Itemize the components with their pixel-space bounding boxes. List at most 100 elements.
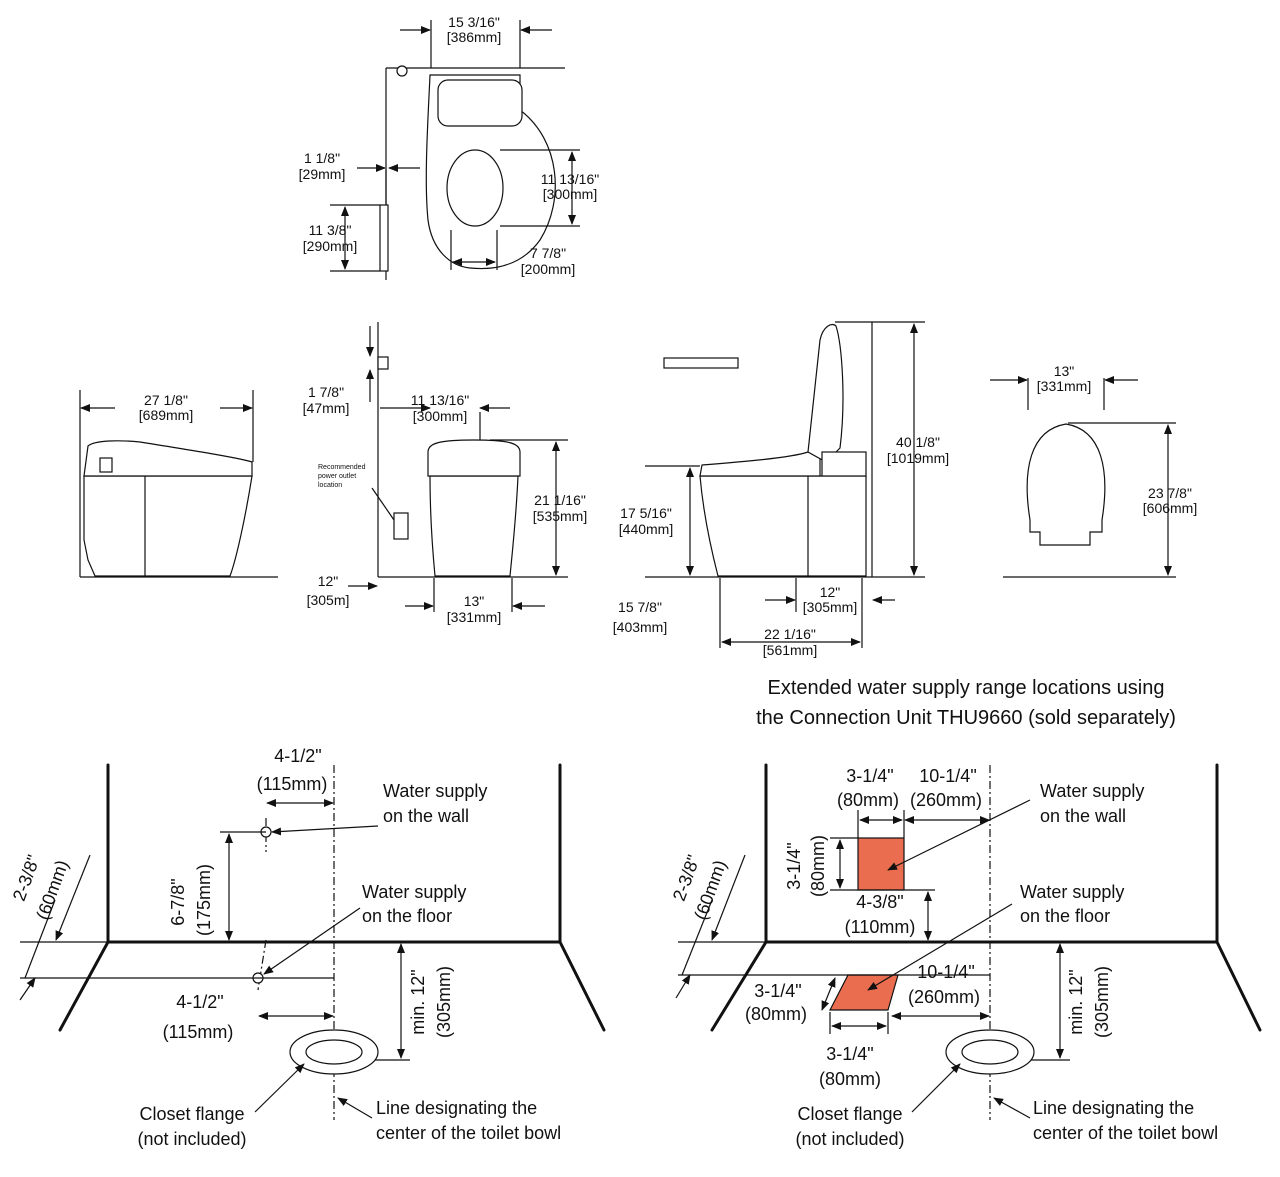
pl-center-1: Line designating the	[376, 1098, 537, 1118]
side-len-mm: [689mm]	[139, 407, 193, 423]
open-front-mm: [403mm]	[613, 619, 667, 635]
pr-floor-supply-1: Water supply	[1020, 882, 1124, 902]
pr-w1-mm: (80mm)	[837, 790, 899, 810]
pl-a-in: 4-1/2"	[274, 746, 321, 766]
seat-view	[990, 376, 1176, 578]
pr-flange-1: Closet flange	[797, 1104, 902, 1124]
side-toilet-body	[83, 475, 253, 577]
front-height-in: 21 1/16"	[534, 492, 586, 508]
pr-w2-mm: (260mm)	[910, 790, 982, 810]
supply-fitting	[396, 65, 408, 77]
flange-hole-right	[961, 1039, 1019, 1065]
front-toilet-body	[429, 475, 519, 577]
remote-control	[379, 204, 389, 272]
seat-outline	[1026, 423, 1106, 546]
open-lid-view	[645, 321, 925, 648]
pr-h2-mm: (110mm)	[845, 917, 916, 937]
side-toilet-lid	[83, 440, 253, 477]
power-outlet	[393, 512, 409, 540]
outlet-note-3: location	[318, 482, 342, 489]
pr-wall-supply-2: on the wall	[1040, 806, 1126, 826]
pr-floor-supply-2: on the floor	[1020, 906, 1110, 926]
pl-flange-1: Closet flange	[139, 1104, 244, 1124]
pr-h1-in: 3-1/4"	[784, 842, 804, 889]
open-depth-mm: [561mm]	[763, 642, 817, 658]
top-view	[330, 20, 580, 280]
top-d1-mm: [29mm]	[299, 166, 346, 182]
pr-f3-in: 3-1/4"	[826, 1044, 873, 1064]
open-depth-in: 22 1/16"	[764, 626, 816, 642]
pl-flange-2: (not included)	[137, 1129, 246, 1149]
pl-b-mm: (115mm)	[163, 1022, 234, 1042]
top-d1-in: 1 1/8"	[304, 150, 340, 166]
seat-w-mm: [331mm]	[1037, 378, 1091, 394]
pl-min-mm: (305mm)	[434, 966, 454, 1038]
front-bowl-mm: [300mm]	[413, 408, 467, 424]
open-rough-mm: [305mm]	[803, 599, 857, 615]
open-toilet-body	[699, 475, 867, 577]
pl-floor-supply-2: on the floor	[362, 906, 452, 926]
plan-right	[675, 763, 1262, 1120]
outlet-note-2: power outlet	[318, 473, 356, 480]
pr-flange-2: (not included)	[795, 1129, 904, 1149]
pr-min-mm: (305mm)	[1092, 966, 1112, 1038]
pl-wall-supply-2: on the wall	[383, 806, 469, 826]
flange-hole-left	[305, 1039, 363, 1065]
pr-f1-mm: (80mm)	[745, 1004, 807, 1024]
front-connector	[377, 356, 389, 370]
pr-f3-mm: (80mm)	[819, 1069, 881, 1089]
top-remote-mm: [290mm]	[303, 238, 357, 254]
pr-h1-mm: (80mm)	[808, 835, 828, 897]
top-bowl-opening	[446, 149, 504, 227]
open-tank-top	[821, 451, 867, 477]
front-d1-in: 1 7/8"	[308, 384, 344, 400]
extended-title-line1: Extended water supply range locations us…	[768, 677, 1165, 699]
pr-center-2: center of the toilet bowl	[1033, 1123, 1218, 1143]
open-seat-in: 17 5/16"	[620, 505, 672, 521]
side-view	[79, 390, 278, 578]
pr-f1-in: 3-1/4"	[754, 981, 801, 1001]
pr-f2-in: 10-1/4"	[917, 962, 974, 982]
top-bowl-w-in: 7 7/8"	[530, 245, 566, 261]
top-remote-in: 11 3/8"	[309, 222, 352, 238]
open-rough-in: 12"	[820, 584, 841, 600]
pr-h2-in: 4-3/8"	[856, 892, 903, 912]
floor-supply-zone	[829, 974, 899, 1011]
seat-l-mm: [606mm]	[1143, 500, 1197, 516]
pr-wall-supply-1: Water supply	[1040, 781, 1144, 801]
top-bowl-len-in: 11 13/16"	[541, 171, 599, 187]
pl-b-in: 4-1/2"	[176, 992, 223, 1012]
front-toilet-lid	[427, 439, 521, 477]
open-seat-mm: [440mm]	[619, 521, 673, 537]
open-total-in: 40 1/8"	[896, 434, 940, 450]
pr-w2-in: 10-1/4"	[919, 766, 976, 786]
wall-supply-zone	[857, 837, 905, 891]
pl-wall-supply-1: Water supply	[383, 781, 487, 801]
open-lid	[807, 323, 844, 463]
open-front-in: 15 7/8"	[618, 599, 662, 615]
pl-wall-h-in: 6-7/8"	[168, 878, 188, 925]
front-height-mm: [535mm]	[533, 508, 587, 524]
plan-left	[19, 763, 606, 1120]
top-lid-panel	[437, 79, 523, 127]
pl-wall-h-mm: (175mm)	[194, 864, 214, 936]
top-bowl-w-mm: [200mm]	[521, 261, 575, 277]
pr-w1-in: 3-1/4"	[846, 766, 893, 786]
pr-f2-mm: (260mm)	[908, 987, 980, 1007]
seat-w-in: 13"	[1054, 363, 1075, 379]
top-width-mm: [386mm]	[447, 29, 501, 45]
pl-floor-supply-1: Water supply	[362, 882, 466, 902]
pr-center-1: Line designating the	[1033, 1098, 1194, 1118]
front-d1-mm: [47mm]	[303, 400, 350, 416]
top-bowl-len-mm: [300mm]	[543, 186, 597, 202]
front-rough-mm: [305m]	[307, 592, 350, 608]
front-base-in: 13"	[464, 593, 485, 609]
front-base-mm: [331mm]	[447, 609, 501, 625]
side-len-in: 27 1/8"	[144, 392, 188, 408]
open-total-mm: [1019mm]	[887, 450, 949, 466]
pr-min-in: min. 12"	[1066, 969, 1086, 1034]
front-view	[348, 322, 568, 612]
pl-min-in: min. 12"	[408, 969, 428, 1034]
open-seat	[699, 451, 821, 477]
